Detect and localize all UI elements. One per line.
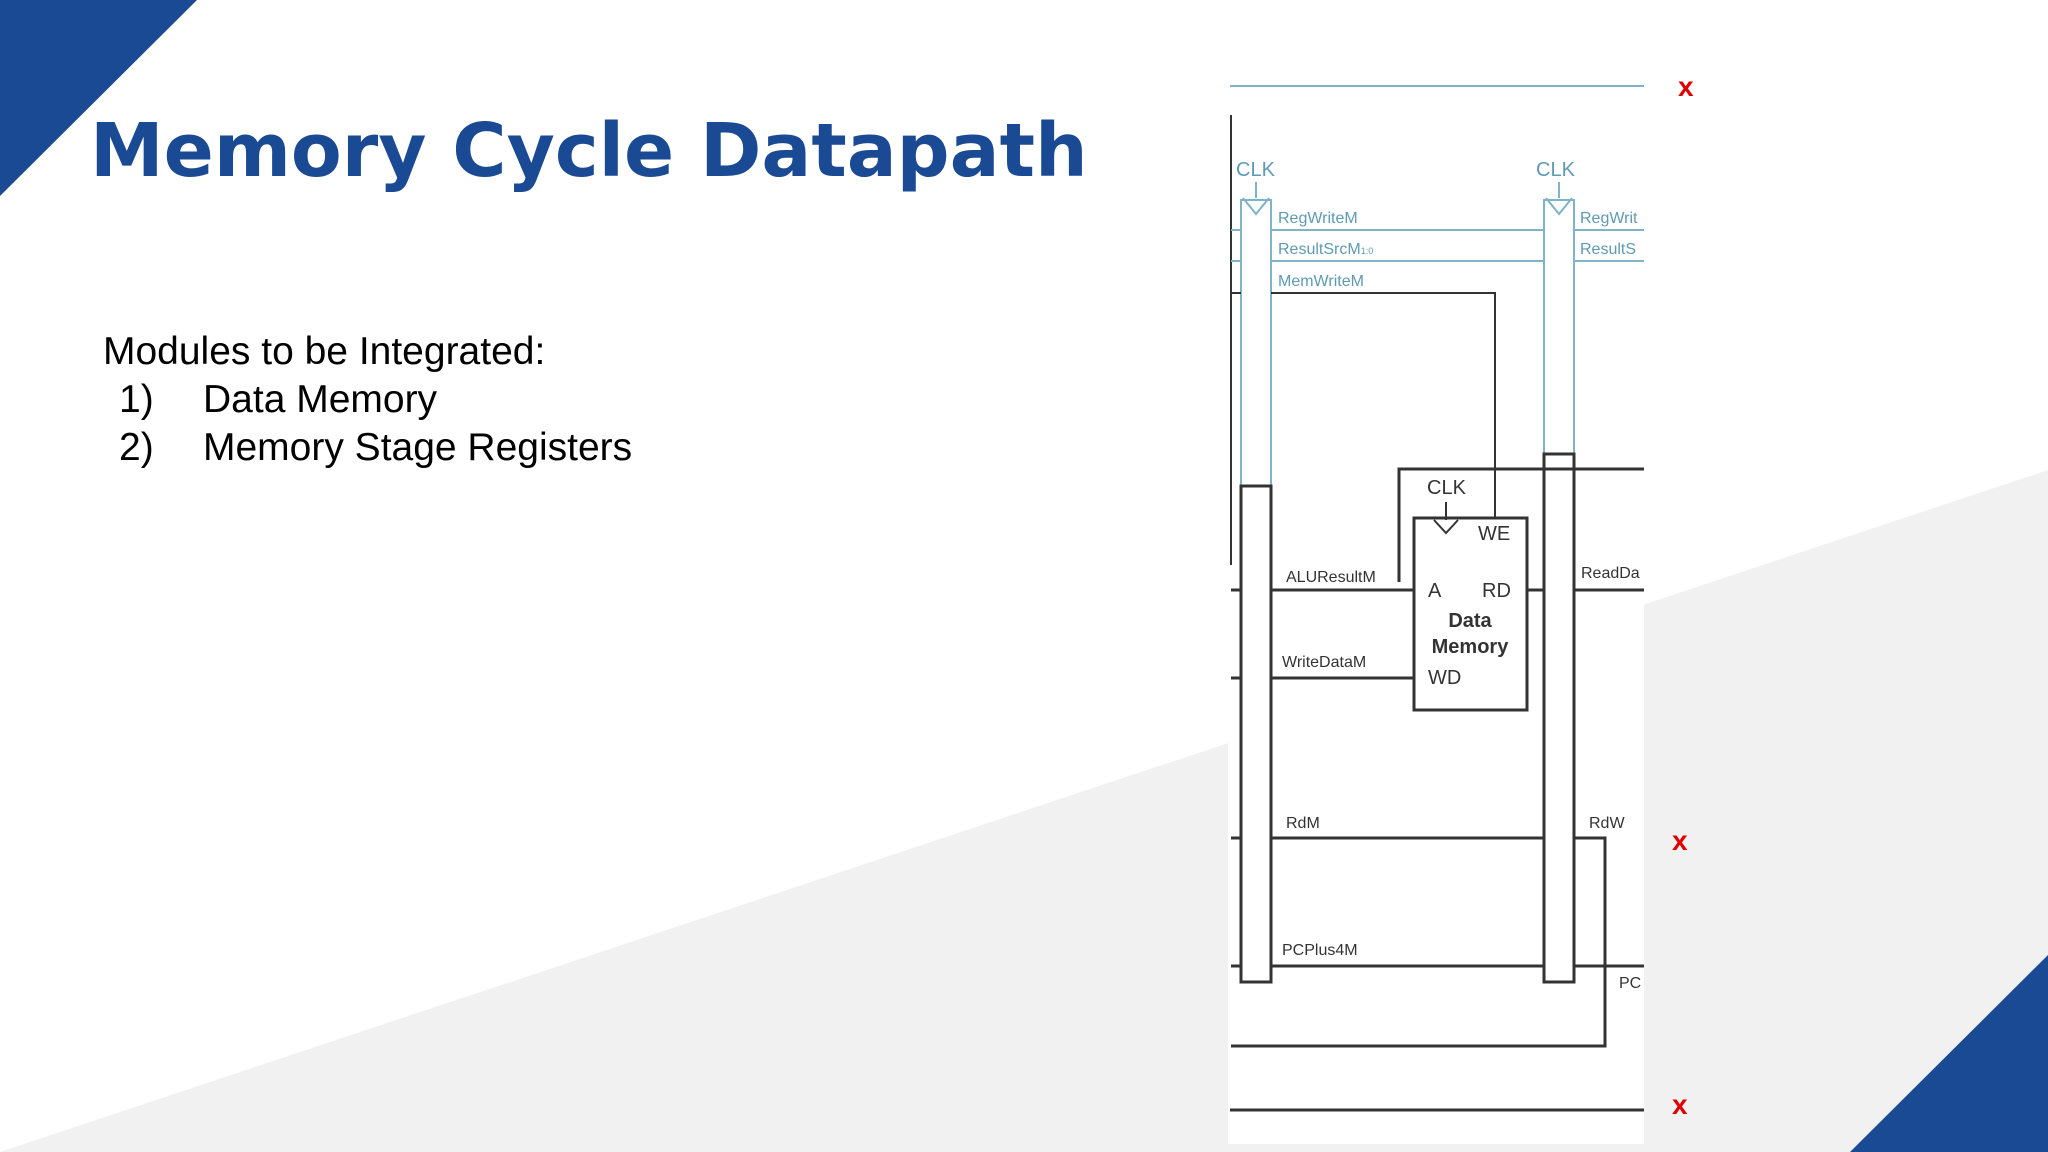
slide-title: Memory Cycle Datapath bbox=[90, 108, 1088, 194]
we-port-label: WE bbox=[1478, 523, 1510, 545]
list-item-label: Memory Stage Registers bbox=[203, 426, 633, 469]
memwrite-m-wire bbox=[1271, 292, 1496, 508]
pcplus4-m-label: PCPlus4M bbox=[1282, 942, 1358, 959]
corner-triangle-top-left bbox=[0, 0, 197, 196]
list-item-number: 1) bbox=[119, 378, 154, 421]
corner-triangle-bottom-right bbox=[1850, 955, 2048, 1152]
memory-register-data-section bbox=[1239, 484, 1273, 984]
clock-triangle-icon bbox=[1242, 197, 1270, 216]
memory-name-label: Memory bbox=[1432, 636, 1510, 658]
write-data-m-label: WriteDataM bbox=[1282, 654, 1366, 671]
resultsrc-w-label: ResultS bbox=[1580, 241, 1636, 258]
clock-triangle-icon bbox=[1545, 197, 1573, 216]
regwrite-w-label: RegWrit bbox=[1580, 210, 1638, 227]
red-x-marker: x bbox=[1672, 1089, 1688, 1120]
pc-w-label: PC bbox=[1619, 975, 1641, 992]
resultsrc-m-label: ResultSrcM1:0 bbox=[1278, 241, 1373, 258]
memwrite-m-label: MemWriteM bbox=[1278, 273, 1364, 290]
data-memory-block bbox=[1412, 516, 1529, 712]
regwrite-m-label: RegWriteM bbox=[1278, 210, 1358, 227]
rd-m-label: RdM bbox=[1286, 815, 1320, 832]
red-x-marker: x bbox=[1672, 825, 1688, 856]
read-data-w-label: ReadDa bbox=[1581, 565, 1640, 582]
clock-triangle-icon bbox=[1433, 519, 1459, 535]
list-item-number: 2) bbox=[119, 426, 154, 469]
clk-label: CLK bbox=[1236, 159, 1276, 181]
rd-port-label: RD bbox=[1482, 580, 1511, 602]
rd-w-feedback-wire bbox=[1231, 836, 1607, 1048]
a-port-label: A bbox=[1428, 580, 1442, 602]
memory-clk-label: CLK bbox=[1427, 477, 1467, 499]
memory-enclosure-line bbox=[1397, 467, 1644, 582]
list-item: 2) Memory Stage Registers bbox=[103, 424, 632, 472]
modules-heading: Modules to be Integrated: bbox=[103, 330, 546, 373]
clk-label: CLK bbox=[1536, 159, 1576, 181]
alu-result-m-label: ALUResultM bbox=[1286, 569, 1376, 586]
red-x-marker: x bbox=[1678, 71, 1694, 102]
list-item-label: Data Memory bbox=[203, 378, 438, 421]
list-item: 1) Data Memory bbox=[103, 376, 632, 424]
memory-name-label: Data bbox=[1448, 610, 1492, 632]
wd-port-label: WD bbox=[1428, 667, 1461, 689]
modules-list: Modules to be Integrated: 1) Data Memory… bbox=[103, 328, 632, 472]
rd-w-label: RdW bbox=[1589, 815, 1625, 832]
writeback-register-data-section bbox=[1542, 452, 1576, 984]
